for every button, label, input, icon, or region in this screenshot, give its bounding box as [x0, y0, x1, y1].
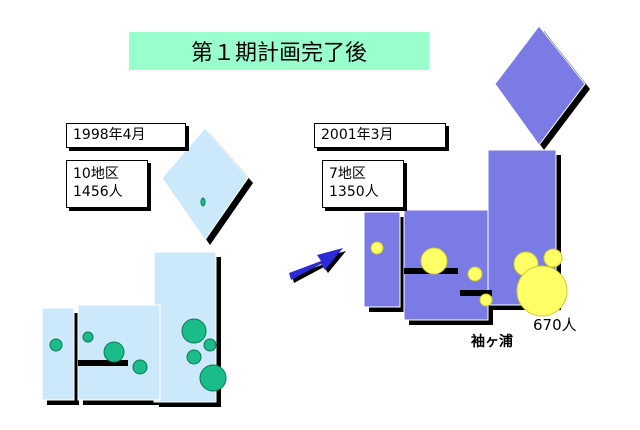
district-circle: [199, 364, 227, 392]
page-title: 第１期計画完了後: [129, 32, 429, 70]
left-circles: [49, 197, 227, 392]
right-people: 1350人: [329, 184, 379, 200]
district-circle: [82, 331, 94, 343]
district-circle: [186, 349, 202, 365]
district-circle: [370, 241, 384, 255]
right-land: [363, 25, 586, 321]
left-date-label: 1998年4月: [66, 123, 186, 148]
right-stats-box: 7地区 1350人: [322, 160, 404, 208]
district-circle: [203, 338, 217, 352]
left-land: [41, 127, 249, 403]
callout-people: 670人: [533, 316, 577, 334]
right-districts: 7地区: [329, 166, 366, 182]
left-districts: 10地区: [73, 166, 119, 182]
left-map: [41, 127, 253, 407]
right-map: [363, 25, 590, 325]
district-circle: [420, 247, 448, 275]
district-circle: [103, 341, 125, 363]
district-circle: [132, 359, 148, 375]
left-people: 1456人: [73, 184, 123, 200]
callout-place: 袖ヶ浦: [471, 334, 513, 350]
district-circle: [200, 197, 206, 207]
district-circle: [181, 318, 207, 344]
district-circle: [543, 248, 563, 268]
district-circle: [467, 266, 483, 282]
arrow-icon: [289, 248, 346, 283]
district-circle: [49, 338, 63, 352]
left-stats-box: 10地区 1456人: [66, 160, 148, 208]
district-circle: [479, 293, 493, 307]
district-circle: [516, 265, 568, 317]
right-circles: [370, 241, 568, 317]
right-date-label: 2001年3月: [314, 123, 446, 148]
